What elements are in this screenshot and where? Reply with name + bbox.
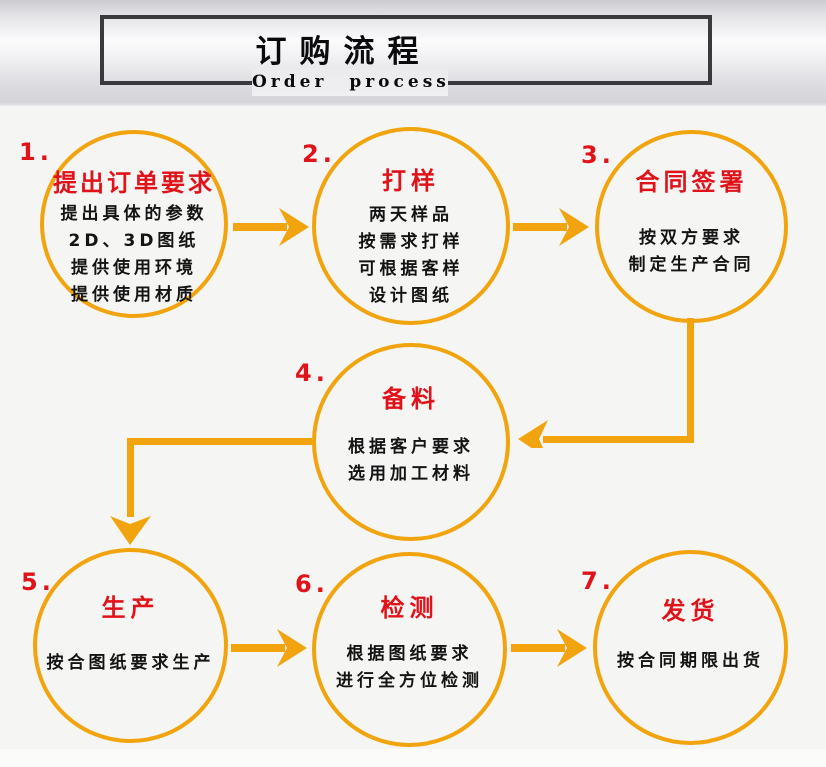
page-title: 订购流程 [255, 34, 432, 70]
step-line: 提供使用材质 [71, 285, 197, 305]
step-circle-production: 生产 按合图纸要求生产 [33, 548, 228, 743]
step-line: 制定生产合同 [628, 255, 755, 275]
step-line: 可根据客样 [358, 259, 464, 279]
step-line: 设计图纸 [369, 286, 453, 306]
step-number-2: 2. [302, 140, 336, 168]
step-line: 按需求打样 [358, 232, 464, 252]
step-title: 生产 [101, 594, 160, 622]
step-circle-inspection: 检测 根据图纸要求 进行全方位检测 [312, 552, 507, 747]
step-line: 根据客户要求 [348, 437, 474, 457]
step-title: 检测 [380, 594, 439, 622]
step-circle-contract-signing: 合同签署 按双方要求 制定生产合同 [595, 130, 788, 323]
title-box: 订购流程 Order process [100, 15, 712, 96]
step-line: 2D、3D图纸 [68, 231, 200, 251]
step-title: 打样 [382, 167, 440, 195]
step-line: 两天样品 [369, 205, 453, 225]
arrow-right-icon [231, 629, 307, 667]
step-title: 备料 [382, 385, 440, 413]
step-line: 提出具体的参数 [60, 204, 208, 224]
step-title: 合同签署 [635, 168, 748, 196]
step-line: 选用加工材料 [348, 464, 474, 484]
step-circle-material-preparation: 备料 根据客户要求 选用加工材料 [312, 343, 510, 541]
step-number-4: 4. [295, 359, 329, 387]
step-line: 按双方要求 [639, 228, 744, 248]
bottom-strip [0, 749, 826, 767]
step-title: 提出订单要求 [53, 169, 215, 197]
step-number-5: 5. [21, 568, 55, 596]
arrow-right-icon [233, 208, 309, 246]
step-line: 按合图纸要求生产 [46, 653, 215, 673]
arrow-right-icon [513, 208, 589, 246]
step-line: 按合同期限出货 [617, 651, 764, 671]
arrow-right-icon [511, 629, 587, 667]
step-line: 进行全方位检测 [336, 671, 483, 691]
step-circle-shipment: 发货 按合同期限出货 [593, 550, 788, 745]
step-line: 根据图纸要求 [346, 644, 473, 664]
step-title: 发货 [661, 597, 720, 625]
step-number-6: 6. [295, 570, 329, 598]
header-band: 订购流程 Order process [0, 0, 826, 106]
elbow-arrow-down-icon [110, 438, 312, 545]
page-subtitle: Order process [252, 68, 448, 96]
step-line: 提供使用环境 [71, 258, 197, 278]
step-number-3: 3. [581, 141, 615, 169]
step-number-7: 7. [581, 567, 615, 595]
step-circle-order-request: 提出订单要求 提出具体的参数 2D、3D图纸 提供使用环境 提供使用材质 [40, 130, 228, 318]
step-circle-sampling: 打样 两天样品 按需求打样 可根据客样 设计图纸 [312, 127, 510, 325]
elbow-arrow-left-icon [518, 318, 694, 448]
step-number-1: 1. [19, 138, 53, 166]
